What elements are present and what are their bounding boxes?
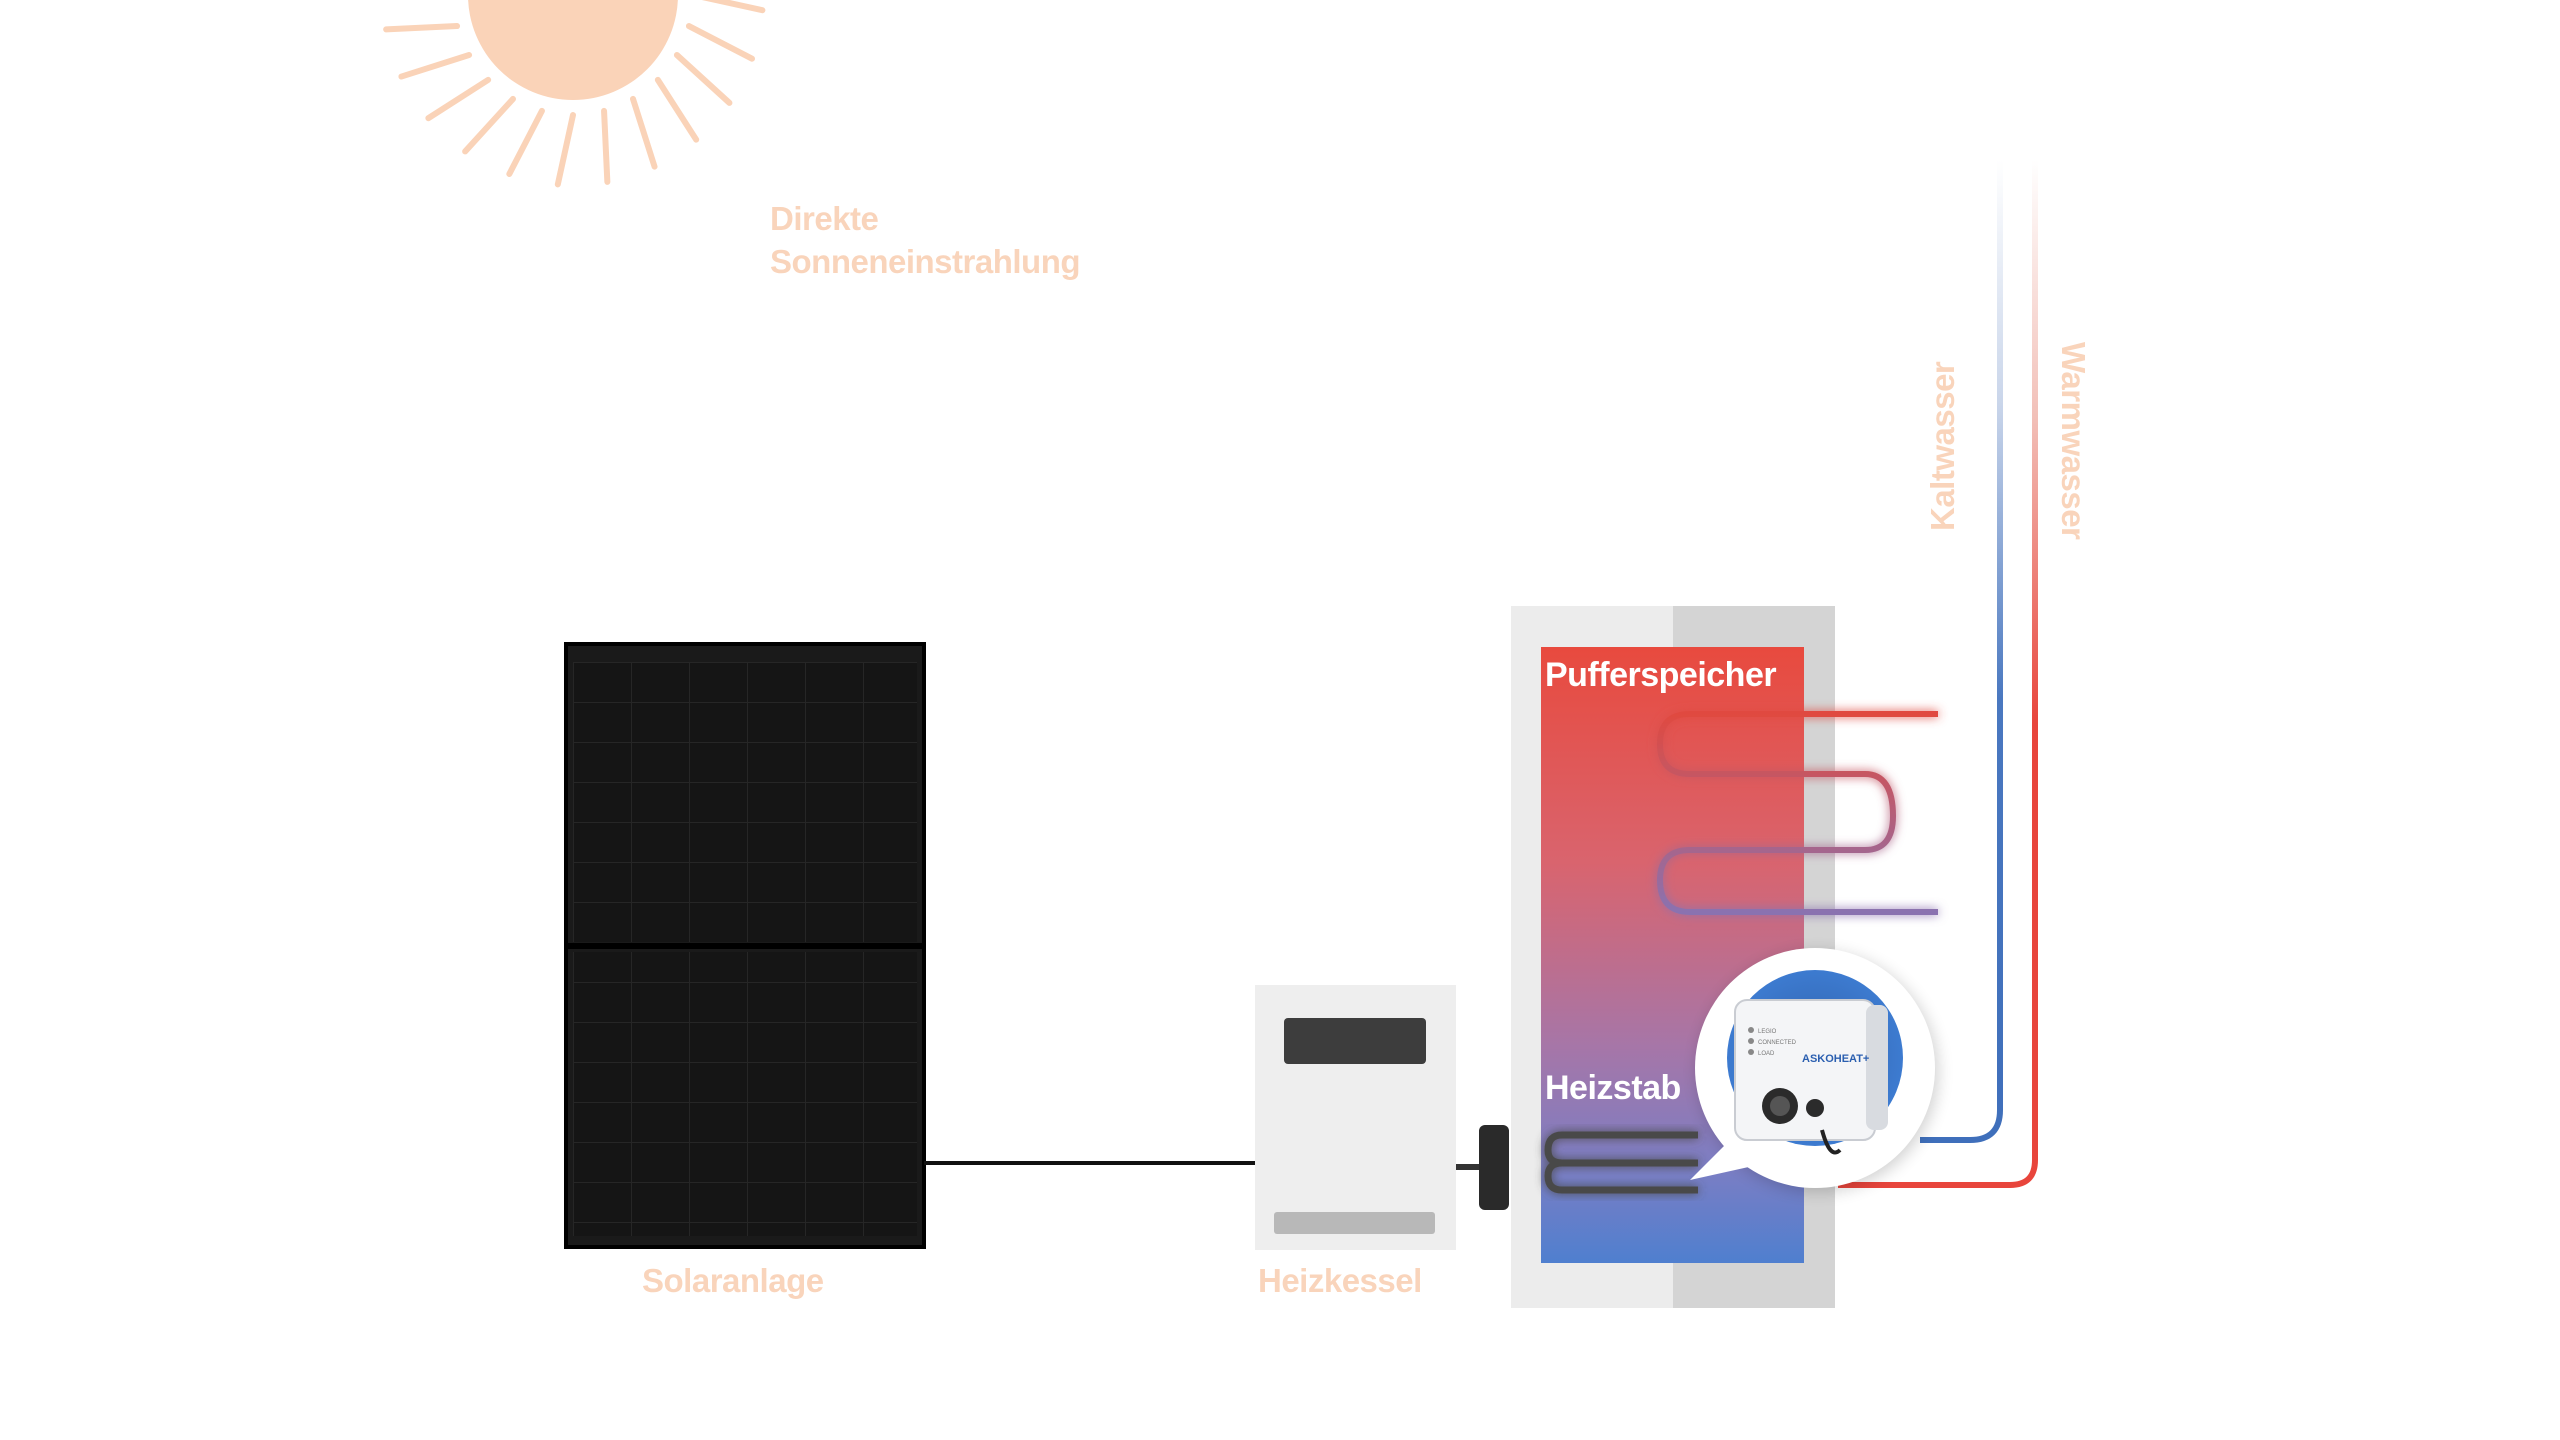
sun-ray — [398, 52, 473, 80]
boiler-connector — [1456, 1125, 1509, 1210]
sun-icon — [383, 0, 766, 188]
buffer-tank-label: Pufferspeicher — [1545, 656, 1777, 694]
cold-water-label: Kaltwasser — [1924, 361, 1961, 531]
sun-ray — [462, 95, 516, 155]
heating-rod-label: Heizstab — [1545, 1069, 1681, 1107]
sun-label-line-2: Sonneneinstrahlung — [770, 243, 1081, 280]
heating-rod-controller-icon — [1690, 948, 1938, 1192]
sun-ray — [554, 112, 576, 188]
sun-ray — [383, 23, 461, 33]
sun-ray — [685, 23, 756, 62]
cold-water-pipe — [1920, 160, 2003, 1143]
solar-panel-icon — [564, 642, 926, 1249]
sun-ray — [425, 76, 492, 122]
heating-rod-icon — [1544, 1131, 1698, 1194]
boiler-icon — [1255, 985, 1456, 1250]
sun-label: Direkte Sonneneinstrahlung — [770, 197, 1081, 283]
sun-ray — [701, 0, 766, 14]
controller-brand-label: ASKOHEAT+ — [1802, 1053, 1869, 1065]
sun-ray — [601, 107, 611, 185]
controller-status-2: CONNECTED — [1758, 1040, 1797, 1046]
controller-status-3: LOAD — [1758, 1051, 1775, 1057]
sun-ray — [506, 107, 545, 178]
heat-exchanger-coil — [1656, 711, 1938, 915]
controller-status-1: LEGIO — [1758, 1029, 1777, 1035]
solar-label: Solaranlage — [642, 1262, 824, 1299]
warm-water-pipe — [1838, 160, 2038, 1188]
sun-label-line-1: Direkte — [770, 200, 879, 237]
sun-ray — [630, 95, 658, 170]
boiler-label: Heizkessel — [1258, 1262, 1422, 1299]
sun-ray — [673, 52, 733, 106]
warm-water-label: Warmwasser — [2055, 342, 2092, 540]
sun-ray — [654, 76, 700, 143]
